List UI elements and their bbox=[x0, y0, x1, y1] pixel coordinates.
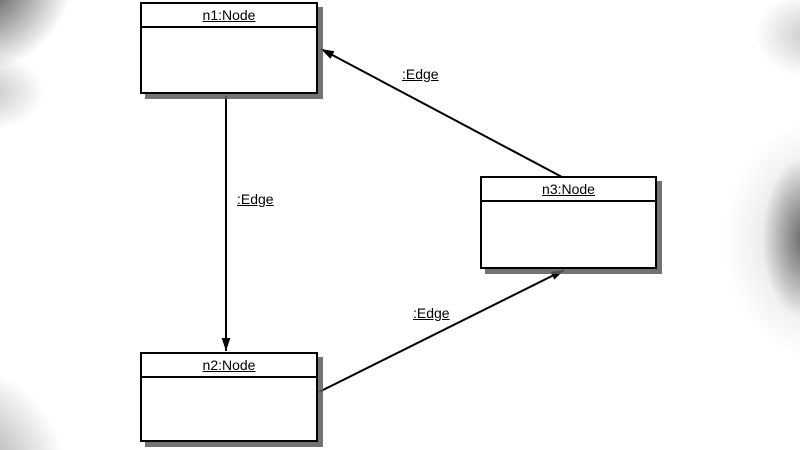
uml-node-n2[interactable]: n2:Node bbox=[140, 352, 318, 442]
edge-label-n3-n1[interactable]: :Edge bbox=[402, 66, 439, 82]
uml-node-n3[interactable]: n3:Node bbox=[480, 176, 657, 269]
edge-label-n2-n3[interactable]: :Edge bbox=[413, 305, 450, 321]
edge-line-n2-n3[interactable] bbox=[318, 269, 565, 393]
uml-node-n1[interactable]: n1:Node bbox=[140, 2, 318, 94]
edge-label-n1-n2[interactable]: :Edge bbox=[237, 191, 274, 207]
node-title-bar: n1:Node bbox=[142, 4, 316, 28]
edge-line-n3-n1[interactable] bbox=[320, 48, 563, 178]
node-title-bar: n3:Node bbox=[482, 178, 655, 202]
node-n3-label: n3:Node bbox=[542, 181, 595, 197]
node-title-bar: n2:Node bbox=[142, 354, 316, 378]
node-n2-label: n2:Node bbox=[202, 357, 256, 373]
node-n1-label: n1:Node bbox=[202, 7, 256, 23]
